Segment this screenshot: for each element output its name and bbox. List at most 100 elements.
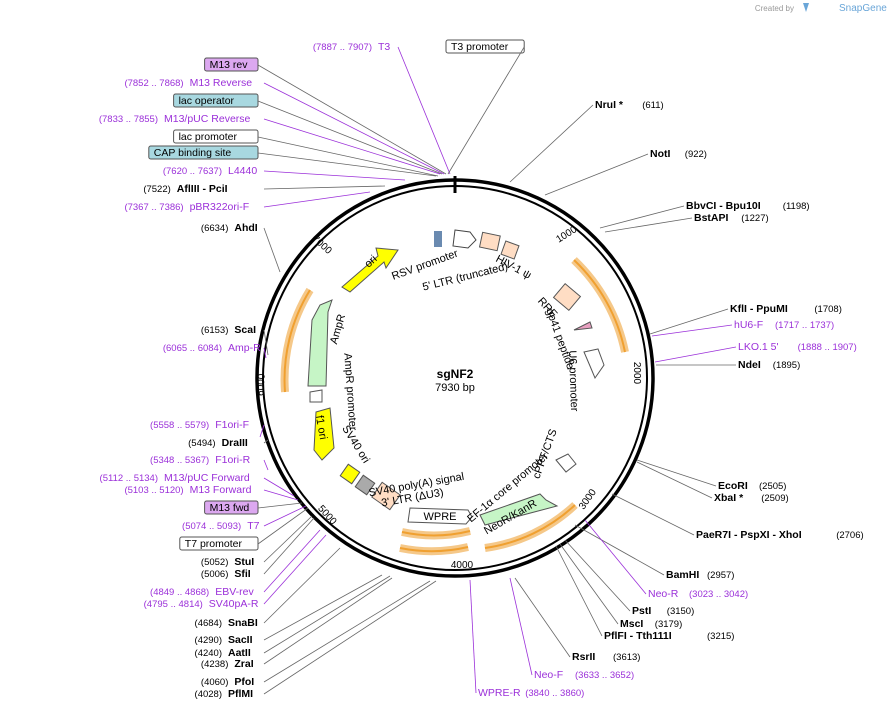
leader-line [564, 539, 631, 612]
right-label: RsrII(3613) [514, 577, 640, 663]
snapgene-logo-icon [803, 3, 809, 12]
left-label: (5074 .. 5093)T7 [182, 505, 307, 532]
label-name: KflI - PpuMI [730, 303, 788, 315]
leader-line [263, 580, 431, 683]
right-label: PstI(3150) [564, 539, 694, 617]
label-name: WPRE-R [478, 687, 521, 699]
orf-arc-4-line [401, 530, 471, 537]
left-label: (4240)AatII [195, 575, 391, 659]
leader-line [257, 136, 439, 177]
label-name: F1ori-R [215, 454, 250, 466]
brand-created-by: Created by [755, 4, 794, 13]
leader-line [263, 329, 269, 356]
left-label: (7522) AflIII - PciI [143, 183, 386, 195]
right-label: BamHI(2957) [574, 524, 734, 581]
right-label: PflFI - Tth111I(3215) [555, 545, 734, 642]
right-label: Neo-R(3023 .. 3042) [584, 519, 748, 600]
label-position: (7887 .. 7907) [313, 42, 372, 53]
label-box [445, 39, 525, 54]
label-position: (3023 .. 3042) [689, 589, 748, 600]
leader-line [257, 152, 437, 177]
label-position: (7833 .. 7855) [99, 114, 158, 125]
label-position: (1227) [741, 213, 768, 224]
left-label: M13 fwd [204, 500, 303, 515]
leader-line [636, 461, 713, 499]
label-name: AflIII - PciI [177, 183, 228, 195]
label-name: EcoRI [718, 480, 748, 492]
leader-line [263, 227, 281, 273]
label-name: MscI [620, 618, 643, 630]
label-name: Neo-F [534, 669, 563, 681]
left-label: lac operator [173, 93, 443, 175]
label-name: BbvCI - Bpu10I [686, 200, 761, 212]
leader-line [259, 424, 265, 438]
leader-line [257, 507, 309, 545]
label-name: AatII [228, 647, 251, 659]
right-label: Neo-F(3633 .. 3652) [509, 577, 634, 681]
label-position: (2957) [707, 570, 734, 581]
label-position: (1895) [773, 360, 800, 371]
left-label: (4028)PflMI [195, 580, 437, 700]
label-name: M13/pUC Forward [164, 472, 250, 484]
label-position: (5348 .. 5367) [150, 455, 209, 466]
left-label: (6634)AhdI [201, 222, 281, 273]
left-label: (6065 .. 6084)Amp-R [163, 342, 267, 359]
leader-line [263, 82, 445, 175]
leader-line [574, 524, 665, 576]
leader-line [263, 185, 386, 190]
boxed-label-text: lac promoter [179, 131, 238, 143]
feature-label: WPRE [424, 511, 457, 523]
label-position: (3179) [655, 619, 682, 630]
right-label: hU6-F(1717 .. 1737) [651, 319, 834, 337]
label-position: (6634) [201, 223, 228, 234]
left-label: (5494)DraIII [188, 437, 269, 449]
left-label: (4849 .. 4868)EBV-rev [150, 529, 321, 598]
label-name: LKO.1 5' [738, 341, 779, 353]
leader-line [469, 579, 477, 694]
boxed-label-text: T7 promoter [185, 538, 243, 550]
left-label: (5052)StuI [201, 515, 313, 568]
leader-line [651, 324, 733, 337]
label-name: NruI * [595, 99, 624, 111]
right-label: WPRE-R (3840 .. 3860) [469, 579, 584, 699]
label-position: (5494) [188, 438, 215, 449]
leader-line [263, 575, 391, 654]
label-position: (7852 .. 7868) [124, 78, 183, 89]
label-position: (2706) [836, 530, 863, 541]
feature-3ltr-box [371, 481, 401, 511]
leader-line [263, 118, 441, 175]
label-position: (3150) [667, 606, 694, 617]
left-label: (6153)ScaI [201, 324, 269, 356]
label-position: (3840 .. 3860) [525, 688, 584, 699]
leader-line [514, 577, 571, 658]
label-position: (7522) [143, 184, 170, 195]
left-label: (5103 .. 5120)M13 Forward [124, 484, 299, 501]
leader-line [263, 580, 437, 695]
leader-line [263, 529, 321, 593]
leader-line [636, 459, 717, 487]
label-position: (2509) [761, 493, 788, 504]
feature-label: AmpR promoter [341, 353, 358, 432]
feature-gp41-arrow [573, 321, 593, 331]
feature-wpre-arrow [407, 507, 473, 525]
leader-line [263, 577, 393, 665]
label-name: SV40pA-R [209, 598, 259, 610]
label-position: (5074 .. 5093) [182, 521, 241, 532]
left-label: (5348 .. 5367) F1ori-R [150, 454, 269, 471]
label-position: (5006) [201, 569, 228, 580]
label-name: PaeR7I - PspXI - XhoI [696, 529, 802, 541]
leader-line [263, 170, 406, 181]
left-label: (4795 .. 4814)SV40pA-R [144, 534, 327, 610]
left-label: (4684)SnaBI [195, 547, 341, 629]
right-label: BstAPI(1227) [604, 212, 769, 233]
right-label: MscI (3179) [559, 543, 682, 630]
left-label: (4060)PfoI [201, 580, 431, 688]
leader-line [257, 64, 447, 175]
label-name: EBV-rev [215, 586, 254, 598]
boxed-label-text: M13 fwd [210, 502, 250, 514]
feature-ampr-promoter-arrow [309, 389, 323, 403]
leader-line [544, 153, 649, 196]
left-label: (5006)SfiI [201, 517, 315, 580]
left-label: lac promoter [173, 129, 439, 177]
